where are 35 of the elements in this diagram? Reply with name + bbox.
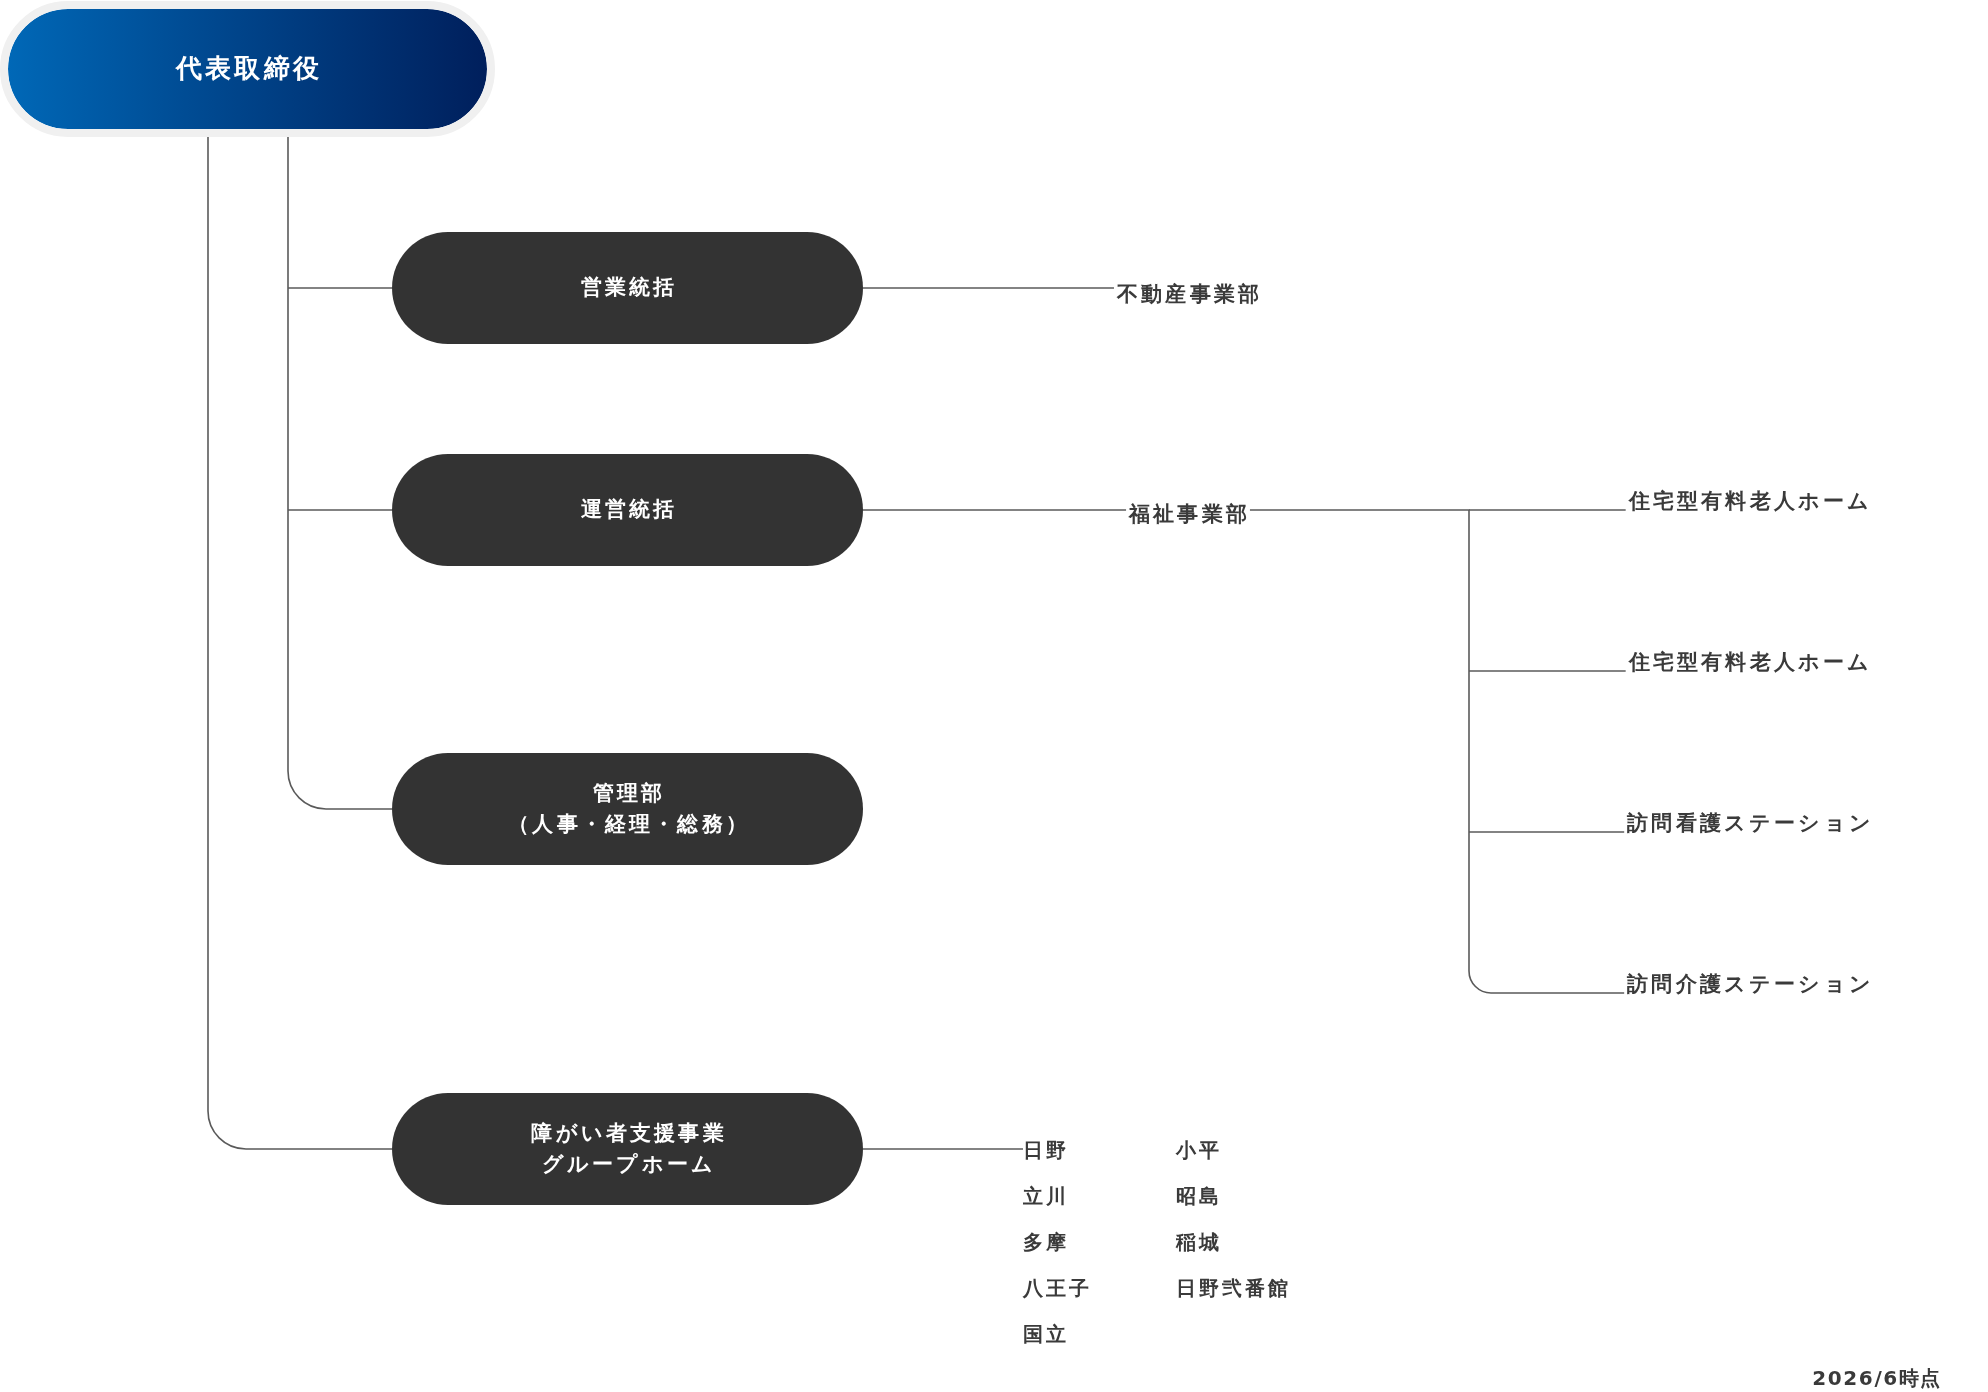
location-label: 立川 — [1023, 1183, 1069, 1209]
location-label: 稲城 — [1176, 1229, 1222, 1255]
date-note: 2026/6時点 — [1812, 1366, 1942, 1391]
connector-line — [287, 136, 393, 810]
location-label: 小平 — [1176, 1137, 1222, 1163]
connector-line — [1249, 509, 1625, 994]
facility-label: 住宅型有料老人ホーム — [1625, 488, 1873, 516]
facility-label: 訪問介護ステーション — [1624, 971, 1874, 999]
division-label: 不動産事業部 — [1114, 281, 1262, 309]
division-label: 福祉事業部 — [1126, 501, 1250, 529]
location-label: 昭島 — [1176, 1183, 1222, 1209]
facility-label: 住宅型有料老人ホーム — [1625, 649, 1873, 677]
connector-line — [862, 509, 1127, 511]
pill-label: 運営統括 — [579, 496, 678, 524]
pill-label: グループホーム — [541, 1151, 717, 1178]
pill-label: 障がい者支援事業 — [530, 1119, 727, 1147]
facility-label: 訪問看護ステーション — [1624, 810, 1874, 838]
pill-label: 管理部 — [591, 779, 666, 807]
connector-line — [1468, 670, 1627, 672]
connector-line — [207, 136, 393, 1150]
pill-label: （人事・経理・総務） — [507, 811, 750, 838]
location-label: 国立 — [1023, 1321, 1069, 1347]
connector-line — [287, 287, 393, 289]
connector-line — [1468, 831, 1625, 833]
connector-line — [862, 287, 1115, 289]
location-label: 日野弐番館 — [1176, 1275, 1291, 1301]
location-label: 多摩 — [1023, 1229, 1069, 1255]
connector-line — [287, 509, 393, 511]
location-label: 八王子 — [1023, 1275, 1092, 1301]
connector-line — [1468, 509, 1627, 511]
location-label: 日野 — [1023, 1137, 1069, 1163]
pill-label: 営業統括 — [579, 274, 678, 302]
connector-line — [862, 1148, 1024, 1150]
pill-label: 代表取締役 — [174, 52, 322, 86]
executive-pill — [0, 1, 495, 137]
